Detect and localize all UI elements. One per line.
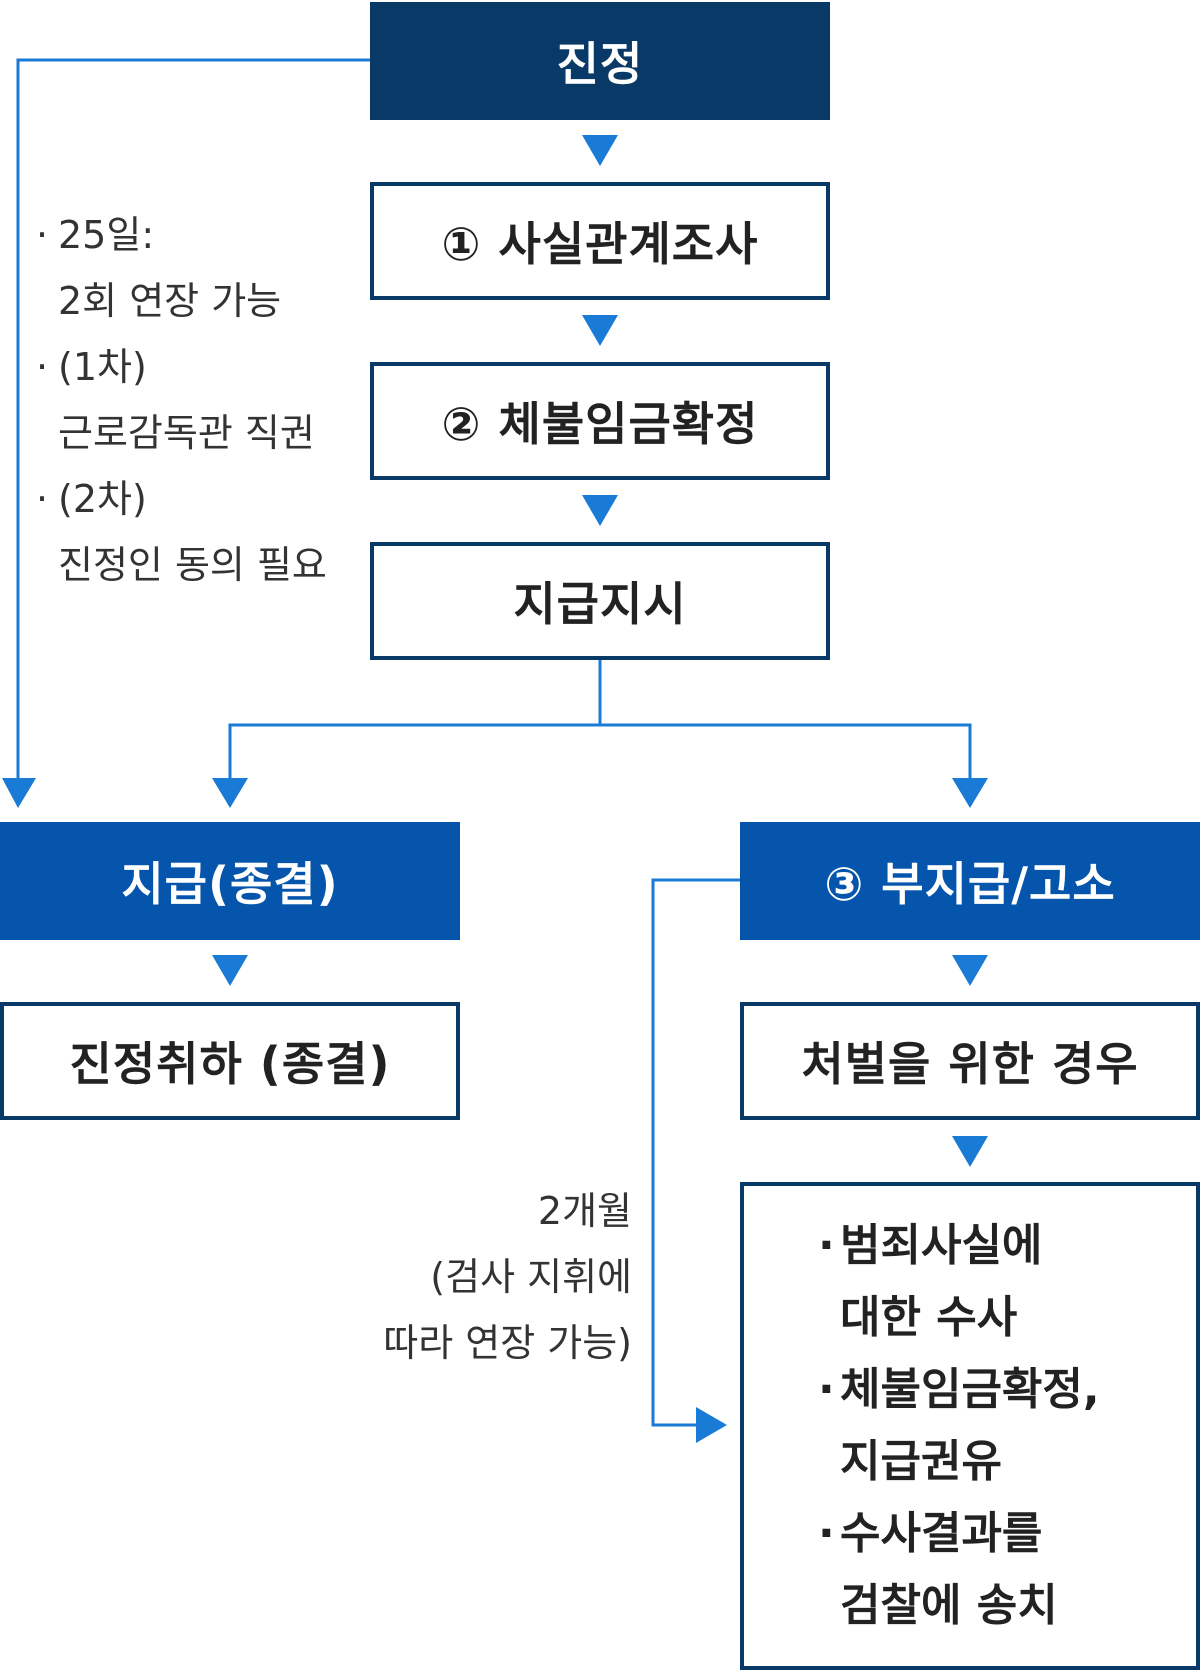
investigation-line-4: 지급권유 <box>840 1436 1002 1487</box>
arrow-complaint-to-punishment <box>952 955 988 986</box>
arrow-petition-to-factcheck <box>582 135 618 166</box>
duration-note-line-3: 따라 연장 가능) <box>383 1321 632 1365</box>
bullet-icon: · <box>818 1508 835 1559</box>
duration-note-line-2: (검사 지휘에 <box>430 1255 632 1299</box>
paid-closed-label: 지급(종결) <box>121 857 339 911</box>
left-note-line-4: 근로감독관 직권 <box>58 411 315 455</box>
investigation-line-5: ·수사결과를 <box>818 1498 1100 1570</box>
payment-order-node: 지급지시 <box>370 542 830 660</box>
left-note-line-5: ·(2차) <box>36 466 327 532</box>
wage-confirm-label: ② 체불임금확정 <box>441 397 759 451</box>
bypass-connector <box>16 58 370 780</box>
investigation-line-2: 대한 수사 <box>840 1292 1018 1343</box>
bullet-icon: · <box>818 1364 835 1415</box>
investigation-line-6: 검찰에 송치 <box>840 1580 1058 1631</box>
fact-check-label: ① 사실관계조사 <box>441 217 759 271</box>
nonpayment-complaint-node: ③ 부지급/고소 <box>740 822 1200 940</box>
investigation-node <box>740 1182 1200 1670</box>
left-note-line-1: ·25일: <box>36 202 327 268</box>
arrow-bracket-right <box>696 1407 727 1443</box>
left-note-line-3: ·(1차) <box>36 334 327 400</box>
paid-closed-node: 지급(종결) <box>0 822 460 940</box>
arrow-punishment-to-investigation <box>952 1136 988 1167</box>
duration-note-line-1: 2개월 <box>537 1189 632 1233</box>
duration-note: 2개월 (검사 지휘에 따라 연장 가능) <box>383 1178 632 1376</box>
nonpayment-complaint-label: ③ 부지급/고소 <box>824 857 1116 911</box>
split-connector-left <box>228 723 600 780</box>
withdrawn-label: 진정취하 (종결) <box>69 1037 391 1091</box>
bullet-icon: · <box>818 1220 835 1271</box>
arrow-split-left <box>212 778 248 808</box>
petition-label: 진정 <box>556 37 644 91</box>
left-notes: ·25일: 2회 연장 가능 ·(1차) 근로감독관 직권 ·(2차) 진정인 … <box>36 202 327 598</box>
bracket-connector <box>651 878 740 1427</box>
arrow-wage-to-order <box>582 495 618 526</box>
payment-order-label: 지급지시 <box>513 577 687 631</box>
bullet-icon: · <box>36 477 49 521</box>
arrow-paid-to-withdrawn <box>212 955 248 986</box>
punishment-case-node: 처벌을 위한 경우 <box>740 1002 1200 1120</box>
arrow-bypass-down <box>2 778 36 808</box>
left-note-line-6: 진정인 동의 필요 <box>58 543 327 587</box>
investigation-list: ·범죄사실에 대한 수사 ·체불임금확정, 지급권유 ·수사결과를 검찰에 송치 <box>818 1210 1100 1642</box>
punishment-case-label: 처벌을 위한 경우 <box>801 1037 1139 1091</box>
bullet-icon: · <box>36 345 49 389</box>
left-note-line-2: 2회 연장 가능 <box>58 279 282 323</box>
investigation-line-1: ·범죄사실에 <box>818 1210 1100 1282</box>
withdrawn-node: 진정취하 (종결) <box>0 1002 460 1120</box>
fact-check-node: ① 사실관계조사 <box>370 182 830 300</box>
investigation-line-3: ·체불임금확정, <box>818 1354 1100 1426</box>
arrow-split-right <box>952 778 988 808</box>
wage-confirm-node: ② 체불임금확정 <box>370 362 830 480</box>
bullet-icon: · <box>36 213 49 257</box>
petition-node: 진정 <box>370 2 830 120</box>
split-connector-right <box>600 723 972 780</box>
arrow-factcheck-to-wage <box>582 315 618 346</box>
